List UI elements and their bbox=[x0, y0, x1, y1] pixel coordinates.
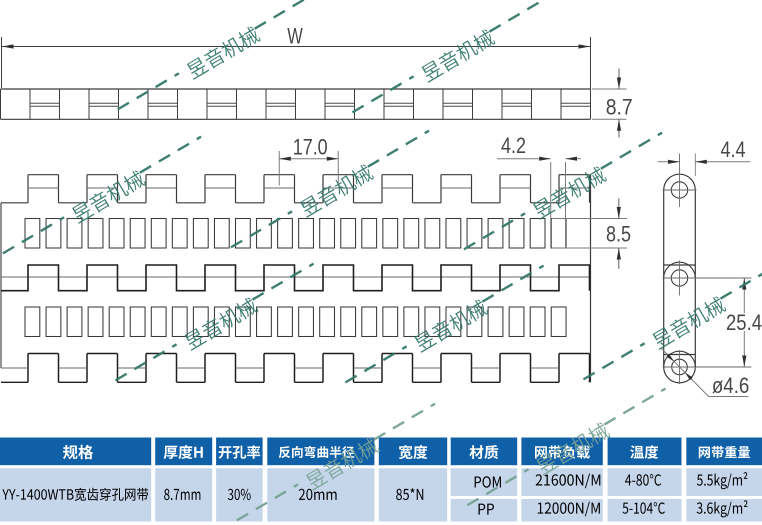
svg-text:25.4: 25.4 bbox=[726, 310, 762, 335]
svg-text:4.4: 4.4 bbox=[721, 137, 746, 162]
svg-text:W: W bbox=[287, 23, 303, 48]
svg-text:ø4.6: ø4.6 bbox=[712, 373, 750, 398]
svg-text:17.0: 17.0 bbox=[293, 134, 328, 159]
svg-text:8.5: 8.5 bbox=[606, 222, 631, 247]
svg-text:8.7: 8.7 bbox=[606, 95, 633, 120]
svg-text:4.2: 4.2 bbox=[501, 133, 526, 158]
